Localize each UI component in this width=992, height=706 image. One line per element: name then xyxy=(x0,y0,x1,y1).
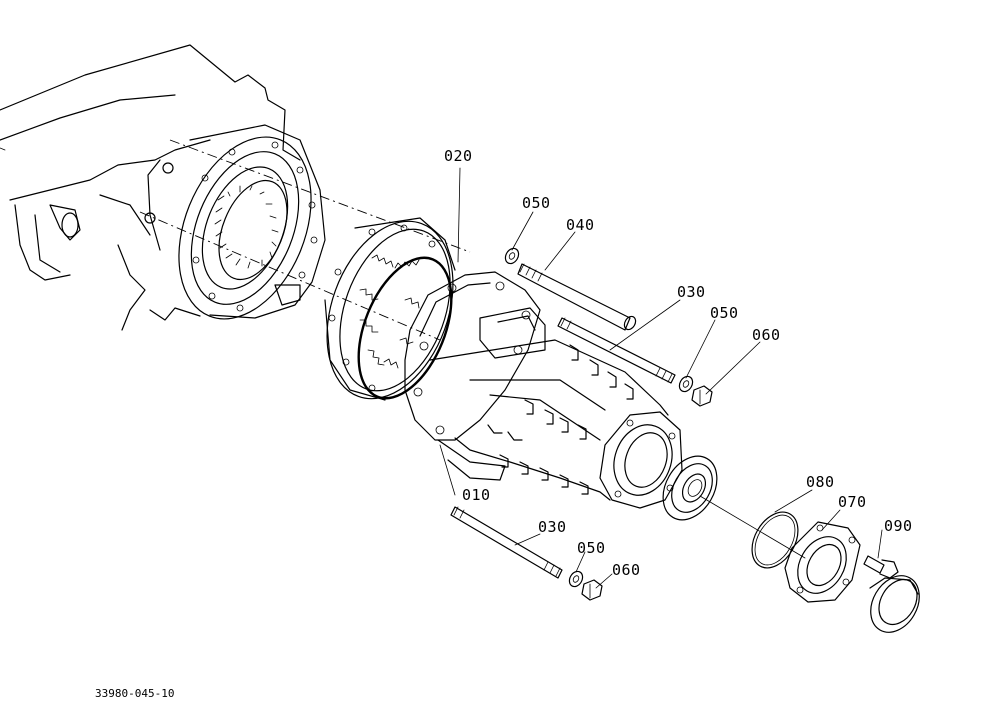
washer-050-low xyxy=(568,570,584,588)
nut-060-mid xyxy=(691,385,713,407)
label-050-top: 050 xyxy=(522,194,551,212)
bolt-090 xyxy=(863,555,899,579)
label-050-low: 050 xyxy=(577,539,606,557)
label-040: 040 xyxy=(566,216,595,234)
o-ring-080 xyxy=(751,511,799,569)
ring-gear xyxy=(324,217,456,401)
label-010: 010 xyxy=(462,486,491,504)
washer-050-mid xyxy=(678,375,694,393)
label-020: 020 xyxy=(444,147,473,165)
main-housing xyxy=(404,271,683,509)
axle-housing xyxy=(0,44,471,341)
stud-bolt-030-upper xyxy=(557,317,676,384)
stud-bolt-030-lower xyxy=(450,506,563,579)
dust-cap xyxy=(869,575,920,633)
label-050-mid: 050 xyxy=(710,304,739,322)
label-080: 080 xyxy=(806,473,835,491)
drawing-code: 33980-045-10 xyxy=(95,687,174,700)
stud-bolt-040 xyxy=(517,263,637,331)
label-060-mid: 060 xyxy=(752,326,781,344)
label-030-lower: 030 xyxy=(538,518,567,536)
leader-lines xyxy=(439,167,883,589)
part-labels: 020 050 040 030 050 060 010 080 070 090 … xyxy=(95,147,913,700)
label-070: 070 xyxy=(838,493,867,511)
label-060-low: 060 xyxy=(612,561,641,579)
cover-070 xyxy=(784,521,861,603)
bearing xyxy=(662,455,718,521)
label-030-upper: 030 xyxy=(677,283,706,301)
nut-060-low xyxy=(581,579,603,601)
label-090: 090 xyxy=(884,517,913,535)
washer-050-top xyxy=(504,247,520,265)
